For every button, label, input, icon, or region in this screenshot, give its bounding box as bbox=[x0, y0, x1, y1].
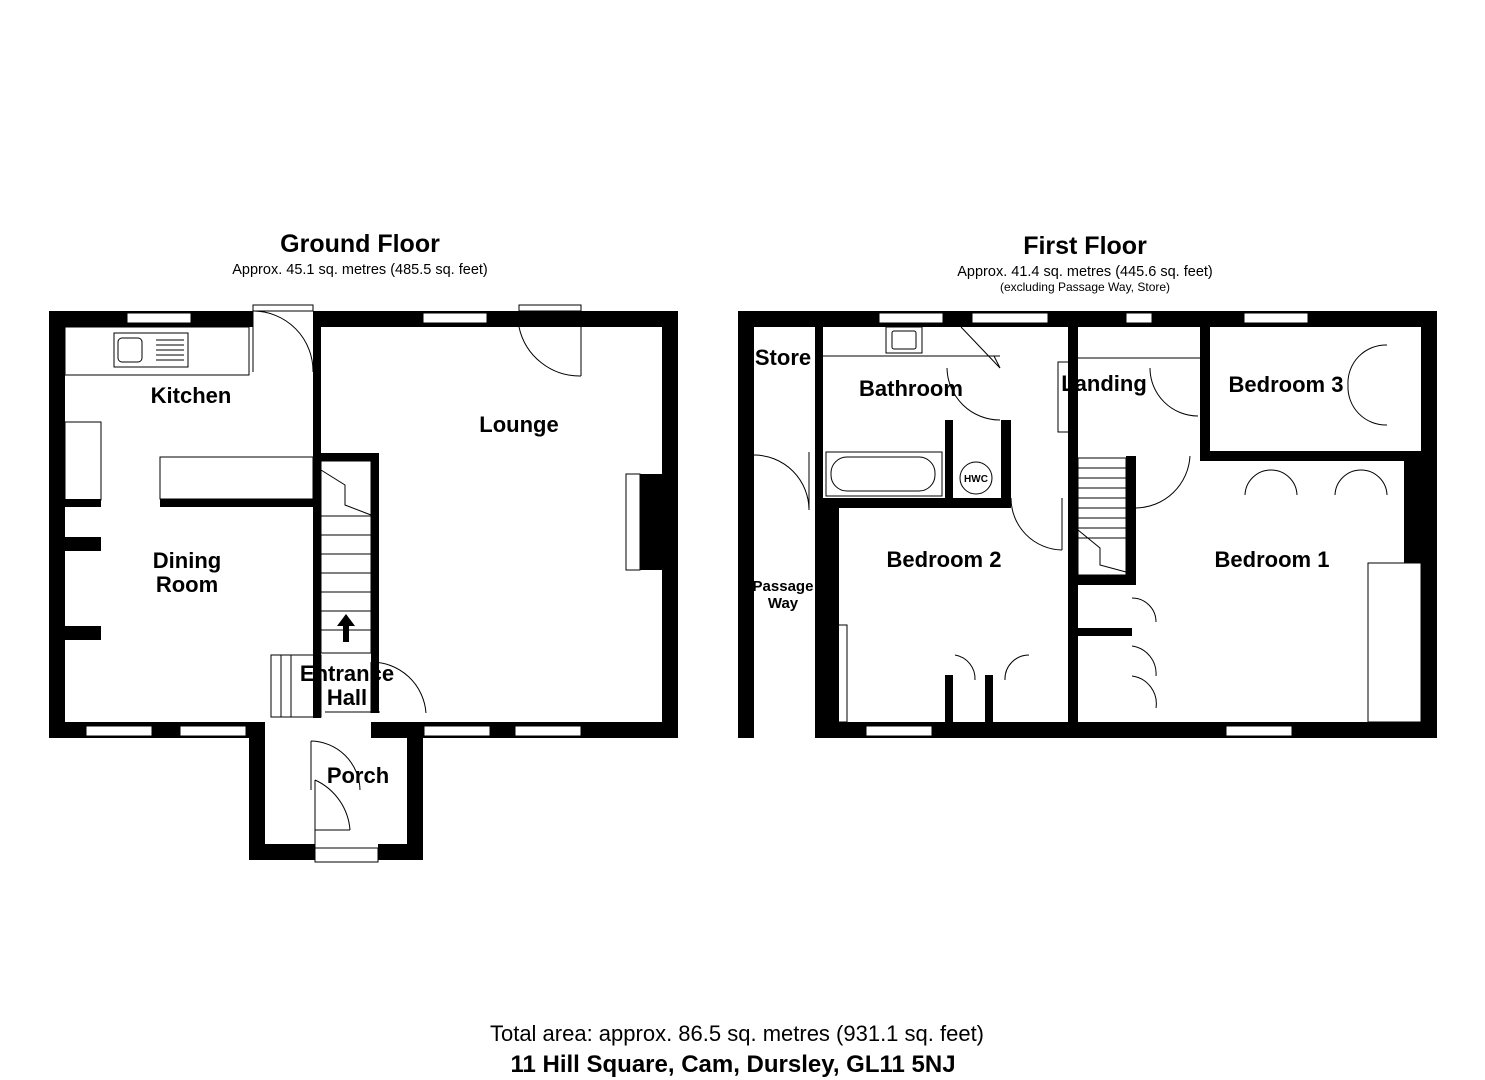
first-floor-room-labels: Store Bathroom Landing Bedroom 3 Bedroom… bbox=[753, 345, 1344, 612]
property-address: 11 Hill Square, Cam, Dursley, GL11 5NJ bbox=[510, 1051, 955, 1078]
first-floor-windows bbox=[865, 312, 1309, 737]
room-label-passage-line1: Passage bbox=[753, 578, 814, 595]
room-label-kitchen: Kitchen bbox=[151, 383, 232, 408]
room-label-bedroom-2: Bedroom 2 bbox=[887, 547, 1002, 572]
room-label-store: Store bbox=[755, 345, 811, 370]
room-label-dining-line2: Room bbox=[156, 572, 218, 597]
room-label-entrance-line1: Entrance bbox=[300, 661, 394, 686]
ground-floor-room-labels: Kitchen Lounge Dining Room Entrance Hall… bbox=[151, 383, 559, 788]
room-label-porch: Porch bbox=[327, 763, 389, 788]
room-label-bathroom: Bathroom bbox=[859, 376, 963, 401]
first-floor-doors bbox=[753, 344, 1388, 709]
first-floor-title: First Floor bbox=[1023, 232, 1147, 260]
first-floor-plan: First Floor Approx. 41.4 sq. metres (445… bbox=[738, 232, 1437, 738]
hwc-label: HWC bbox=[964, 474, 988, 485]
first-floor-area: Approx. 41.4 sq. metres (445.6 sq. feet) bbox=[957, 264, 1213, 280]
room-label-dining-line1: Dining bbox=[153, 548, 221, 573]
ground-floor-area: Approx. 45.1 sq. metres (485.5 sq. feet) bbox=[232, 262, 488, 278]
ground-floor-doors bbox=[252, 304, 582, 863]
total-area: Total area: approx. 86.5 sq. metres (931… bbox=[490, 1021, 984, 1046]
ground-floor-plan: Ground Floor Approx. 45.1 sq. metres (48… bbox=[49, 230, 678, 863]
first-floor-note: (excluding Passage Way, Store) bbox=[1000, 280, 1170, 294]
hwc-tank bbox=[959, 461, 993, 495]
room-label-landing: Landing bbox=[1061, 371, 1147, 396]
room-label-bedroom-3: Bedroom 3 bbox=[1229, 372, 1344, 397]
first-floor-fixtures: HWC bbox=[753, 326, 1422, 723]
room-label-entrance-line2: Hall bbox=[327, 685, 367, 710]
stair-direction-arrow bbox=[337, 614, 355, 642]
ground-floor-staircase bbox=[270, 460, 372, 718]
ground-floor-walls bbox=[49, 311, 678, 860]
ground-floor-title: Ground Floor bbox=[280, 230, 440, 258]
plan-footer: Total area: approx. 86.5 sq. metres (931… bbox=[490, 1021, 984, 1078]
room-label-passage-line2: Way bbox=[768, 595, 799, 612]
first-floor-staircase bbox=[1077, 457, 1127, 576]
ground-floor-fixtures bbox=[64, 304, 641, 863]
room-label-bedroom-1: Bedroom 1 bbox=[1215, 547, 1330, 572]
room-label-lounge: Lounge bbox=[479, 412, 558, 437]
ground-floor-windows bbox=[85, 312, 582, 737]
